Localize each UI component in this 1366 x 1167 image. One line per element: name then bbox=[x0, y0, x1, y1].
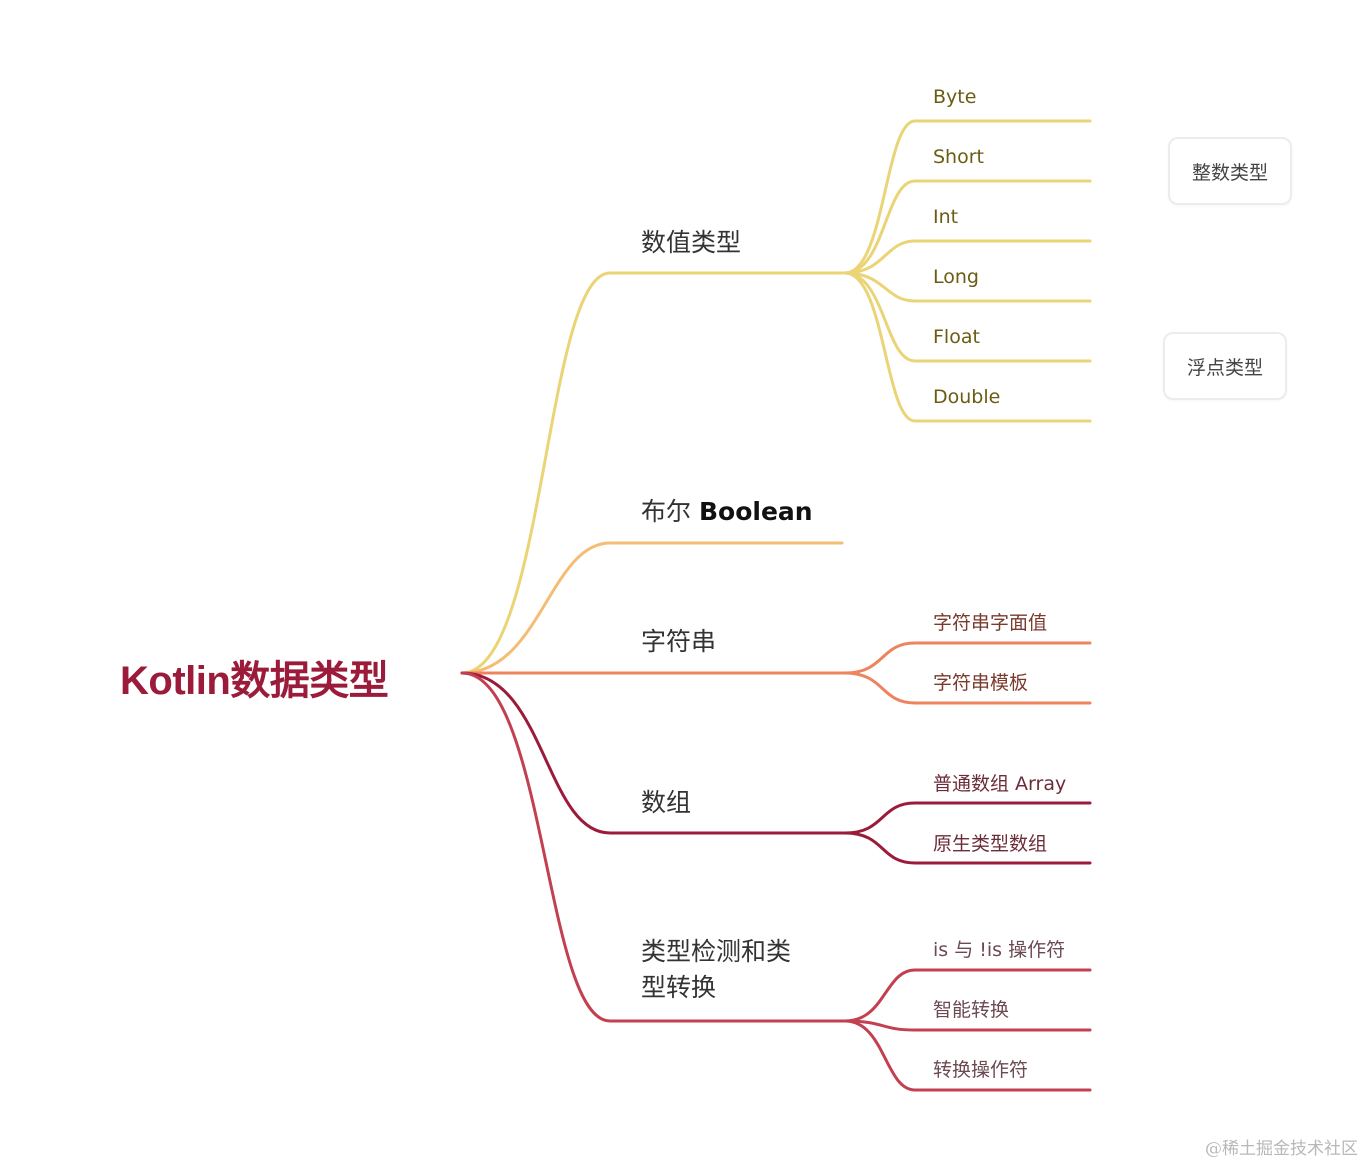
leaf-string-template[interactable]: 字符串模板 bbox=[933, 672, 1029, 694]
leaf-byte[interactable]: Byte bbox=[933, 86, 977, 108]
branch-numeric-types[interactable]: 数值类型 bbox=[641, 228, 742, 257]
leaf-is-operator[interactable]: is 与 !is 操作符 bbox=[933, 939, 1066, 961]
leaf-array[interactable]: 普通数组 Array bbox=[933, 773, 1067, 795]
branch-string[interactable]: 字符串 bbox=[641, 627, 717, 656]
leaf-int[interactable]: Int bbox=[933, 206, 959, 228]
leaf-string-literal[interactable]: 字符串字面值 bbox=[933, 612, 1048, 634]
watermark: @稀土掘金技术社区 bbox=[1205, 1139, 1358, 1159]
branch-type-check-cast[interactable]: 类型检测和类 型转换 bbox=[641, 934, 791, 1006]
note-integer-types[interactable]: 整数类型 bbox=[1168, 137, 1292, 205]
leaf-cast-operator[interactable]: 转换操作符 bbox=[933, 1059, 1029, 1081]
leaf-short[interactable]: Short bbox=[933, 146, 984, 168]
branch-boolean-en: Boolean bbox=[698, 497, 813, 526]
branch-boolean-cn: 布尔 bbox=[641, 497, 692, 526]
leaf-smart-cast[interactable]: 智能转换 bbox=[933, 999, 1010, 1021]
branch-type-check-line1: 类型检测和类 bbox=[641, 937, 792, 966]
branch-boolean[interactable]: 布尔 Boolean bbox=[641, 492, 813, 528]
leaf-float[interactable]: Float bbox=[933, 326, 980, 348]
branch-array[interactable]: 数组 bbox=[641, 788, 692, 817]
leaf-long[interactable]: Long bbox=[933, 266, 979, 288]
leaf-primitive-array[interactable]: 原生类型数组 bbox=[933, 833, 1048, 855]
leaf-double[interactable]: Double bbox=[933, 386, 1001, 408]
branch-type-check-line2: 型转换 bbox=[641, 973, 717, 1002]
root-topic[interactable]: Kotlin数据类型 bbox=[120, 659, 389, 703]
note-float-types[interactable]: 浮点类型 bbox=[1163, 332, 1287, 400]
